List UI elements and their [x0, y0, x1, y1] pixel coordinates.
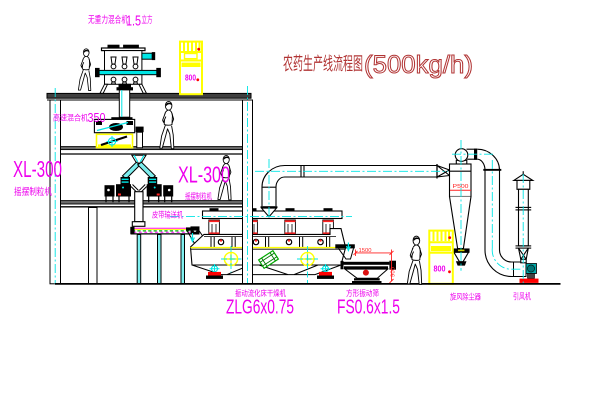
svg-text:XL-300: XL-300	[13, 156, 62, 182]
svg-text:XL-300: XL-300	[178, 162, 230, 188]
svg-text:方形振动筛: 方形振动筛	[346, 288, 379, 298]
svg-text:引风机: 引风机	[513, 292, 531, 302]
svg-text:摇摆制粒机: 摇摆制粒机	[185, 191, 212, 201]
svg-text:350: 350	[88, 110, 106, 125]
svg-text:1500: 1500	[359, 248, 372, 254]
svg-text:ZLG6x0.75: ZLG6x0.75	[226, 297, 294, 319]
svg-text:P500: P500	[453, 184, 469, 190]
svg-text:旋风除尘器: 旋风除尘器	[450, 292, 481, 302]
svg-text:高速混合机: 高速混合机	[53, 113, 88, 123]
svg-text:(500kg/h): (500kg/h)	[364, 51, 473, 79]
svg-text:摇摆制粒机: 摇摆制粒机	[14, 186, 52, 198]
svg-text:农药生产线流程图: 农药生产线流程图	[283, 54, 363, 74]
svg-text:无重力混合机: 无重力混合机	[88, 14, 128, 26]
svg-text:立方: 立方	[142, 14, 153, 26]
svg-text:振动流化床干燥机: 振动流化床干燥机	[235, 288, 286, 298]
svg-text:FS0.6x1.5: FS0.6x1.5	[337, 297, 400, 319]
svg-text:1.5: 1.5	[126, 13, 141, 30]
svg-text:皮带输送机: 皮带输送机	[152, 210, 183, 220]
svg-text:800: 800	[185, 74, 196, 83]
svg-text:800: 800	[434, 265, 446, 274]
svg-text:900: 900	[391, 267, 397, 277]
